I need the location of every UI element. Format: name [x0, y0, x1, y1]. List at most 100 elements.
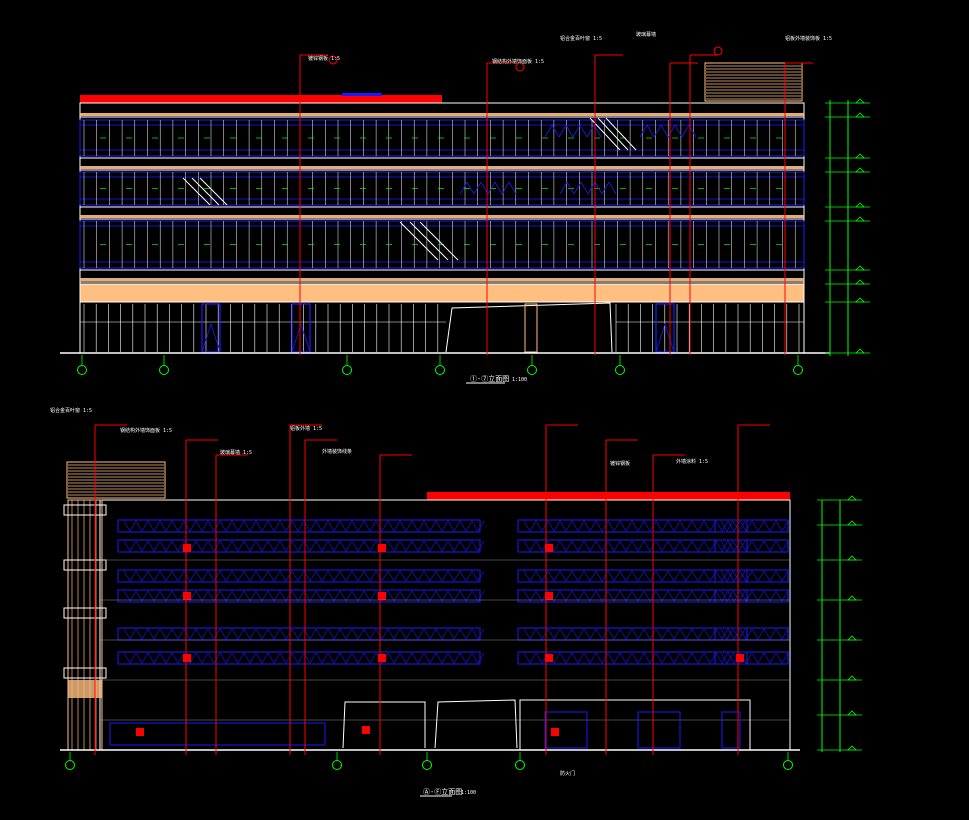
- window-chevron: [147, 570, 161, 582]
- callout-leaders-bottom: [94, 424, 770, 755]
- window-chevron: [751, 628, 765, 640]
- window-chevron: [315, 520, 329, 532]
- window-chevron: [411, 570, 425, 582]
- window-chevron: [720, 570, 734, 582]
- fixture-marker: [551, 728, 559, 736]
- window-chevron: [691, 570, 705, 582]
- window-chevron: [339, 570, 353, 582]
- window-chevron: [291, 652, 305, 664]
- window-chevron: [471, 570, 485, 582]
- window-chevron: [243, 570, 257, 582]
- window-chevron: [732, 540, 746, 552]
- vent-chevron: [487, 181, 503, 195]
- window-chevron: [351, 590, 365, 602]
- window-chevron: [411, 520, 425, 532]
- window-chevron: [351, 570, 365, 582]
- window-chevron: [691, 628, 705, 640]
- axis-bubble: [342, 365, 352, 375]
- window-chevron: [435, 540, 449, 552]
- window-chevron: [607, 652, 621, 664]
- window-chevron: [411, 628, 425, 640]
- window-strip: [714, 569, 748, 583]
- window-chevron: [715, 570, 729, 582]
- window-chevron: [607, 628, 621, 640]
- window-chevron: [219, 628, 233, 640]
- window-chevron: [243, 652, 257, 664]
- window-chevron: [351, 628, 365, 640]
- glazing-row: [79, 220, 805, 269]
- window-chevron: [207, 520, 221, 532]
- level-triangle: [855, 112, 865, 118]
- door-swing: [655, 322, 675, 353]
- window-chevron: [655, 652, 669, 664]
- window-chevron: [219, 520, 233, 532]
- window-chevron: [135, 628, 149, 640]
- axis-bubble: [515, 760, 525, 770]
- axis-bubble: [332, 760, 342, 770]
- callout-tag: [713, 46, 723, 56]
- window-chevron: [571, 590, 585, 602]
- window-chevron: [471, 590, 485, 602]
- window-chevron: [571, 540, 585, 552]
- window-chevron: [715, 520, 729, 532]
- vent-chevron: [653, 124, 669, 138]
- window-chevron: [423, 628, 437, 640]
- level-dimensions-bottom: [817, 495, 862, 752]
- callout-leaders-top: [299, 46, 813, 355]
- window-chevron: [732, 628, 746, 640]
- level-triangle: [855, 167, 865, 173]
- window-chevron: [679, 590, 693, 602]
- window-chevron: [147, 652, 161, 664]
- window-chevron: [691, 652, 705, 664]
- window-chevron: [195, 628, 209, 640]
- roof-parapet-red-bottom: [427, 492, 790, 500]
- window-chevron: [471, 520, 485, 532]
- axis-bubble: [65, 760, 75, 770]
- window-chevron: [547, 628, 561, 640]
- axis-bubble: [783, 760, 793, 770]
- axis-bubble: [615, 365, 625, 375]
- window-chevron: [231, 570, 245, 582]
- level-triangle: [855, 279, 865, 285]
- window-chevron: [363, 570, 377, 582]
- window-chevron: [135, 652, 149, 664]
- window-chevron: [583, 570, 597, 582]
- louver-frame: [704, 62, 803, 102]
- window-chevron: [399, 570, 413, 582]
- window-chevron: [159, 520, 173, 532]
- window-chevron: [159, 652, 173, 664]
- fixture-marker: [545, 654, 553, 662]
- callout-label-b5: 外墙装饰线条: [322, 448, 352, 455]
- window-chevron: [303, 540, 317, 552]
- window-chevron: [219, 652, 233, 664]
- window-chevron: [399, 520, 413, 532]
- window-chevron: [339, 628, 353, 640]
- window-chevron: [399, 590, 413, 602]
- window-chevron: [643, 628, 657, 640]
- window-chevron: [583, 540, 597, 552]
- window-chevron: [315, 590, 329, 602]
- window-chevron: [763, 540, 777, 552]
- axis-bubble: [77, 365, 87, 375]
- window-strips-bottom: [100, 519, 790, 736]
- axis-bubble: [793, 365, 803, 375]
- window-chevron: [435, 628, 449, 640]
- window-chevron: [763, 628, 777, 640]
- window-chevron: [411, 540, 425, 552]
- window-chevron: [231, 540, 245, 552]
- level-triangle: [847, 495, 857, 501]
- vent-chevron: [459, 181, 475, 195]
- window-chevron: [195, 520, 209, 532]
- window-chevron: [243, 520, 257, 532]
- grid-axes-bottom: [65, 752, 793, 770]
- window-chevron: [775, 652, 789, 664]
- window-chevron: [775, 540, 789, 552]
- window-chevron: [643, 590, 657, 602]
- window-chevron: [411, 652, 425, 664]
- window-chevron: [231, 520, 245, 532]
- window-chevron: [607, 570, 621, 582]
- window-chevron: [315, 652, 329, 664]
- grid-axes-top: [77, 355, 803, 375]
- window-chevron: [523, 652, 537, 664]
- window-chevron: [423, 520, 437, 532]
